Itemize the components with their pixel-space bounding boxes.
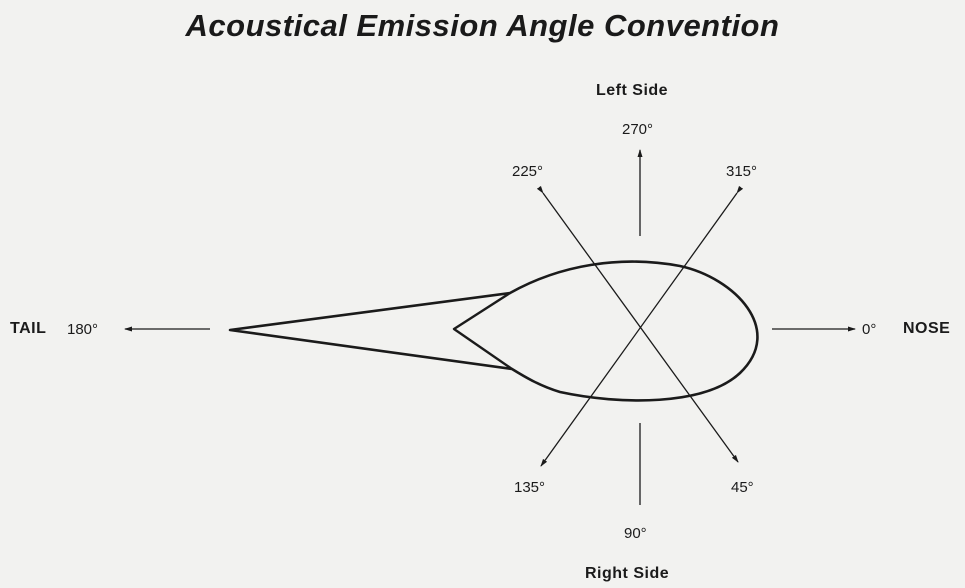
angle-0-label: 0° [862, 321, 877, 338]
teardrop-inner-notch [452, 291, 513, 370]
angle-180-label: 180° [67, 321, 99, 338]
angle-315-label: 315° [726, 163, 758, 180]
angle-225-label: 225° [512, 163, 544, 180]
diagram-title: Acoustical Emission Angle Convention [185, 8, 780, 43]
angle-270-label: 270° [622, 121, 654, 138]
arrow-315-to-135 [540, 185, 744, 467]
angle-135-label: 135° [514, 479, 546, 496]
tail-label: TAIL [10, 320, 47, 337]
left-side-label: Left Side [596, 82, 669, 99]
angle-90-label: 90° [624, 525, 647, 542]
nose-label: NOSE [903, 320, 951, 337]
angle-45-label: 45° [731, 479, 754, 496]
right-side-label: Right Side [585, 565, 670, 582]
